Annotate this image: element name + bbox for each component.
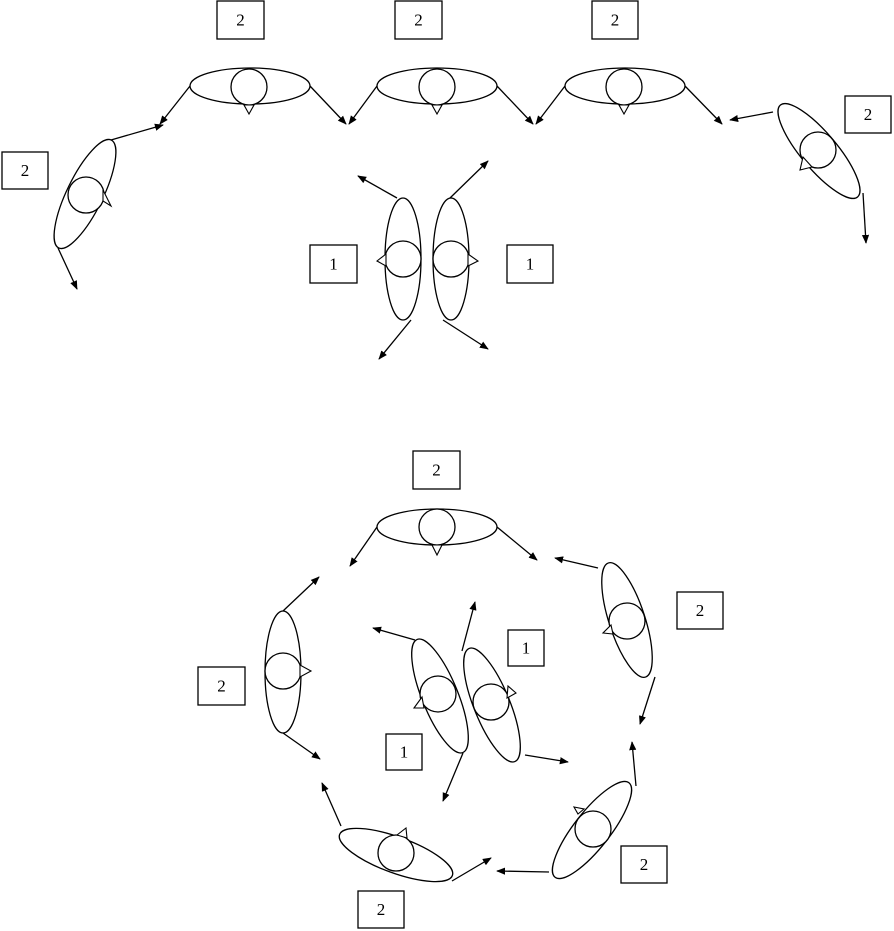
cell-type-2: [264, 576, 321, 760]
cell-type-1: [432, 160, 489, 350]
cell-type-1: [372, 626, 469, 802]
label-box: 1: [507, 629, 545, 667]
cell-label: 2: [236, 11, 245, 30]
cell-label: 1: [522, 639, 531, 658]
cell-type-2: [321, 782, 492, 883]
cell-label: 1: [400, 743, 409, 762]
label-box: 2: [216, 0, 265, 40]
cell-type-2: [53, 123, 164, 290]
label-box: 2: [591, 0, 639, 40]
cell-type-2: [349, 508, 538, 567]
cell-label: 1: [526, 255, 535, 274]
cell-type-1: [357, 175, 422, 360]
cell-label: 2: [864, 105, 873, 124]
cell-label: 2: [432, 461, 441, 480]
cell-label: 2: [414, 11, 423, 30]
cell-label: 2: [21, 161, 30, 180]
cell-label: 2: [611, 11, 620, 30]
cell-label: 2: [217, 677, 226, 696]
label-box: 2: [1, 151, 49, 190]
label-box: 2: [620, 845, 668, 884]
label-box: 1: [506, 244, 554, 284]
cell-type-2: [348, 67, 534, 125]
cell-type-2: [729, 102, 870, 244]
cell-type-2: [159, 67, 347, 125]
label-box: 1: [385, 733, 423, 771]
cell-type-2: [535, 67, 723, 125]
label-box: 2: [844, 95, 892, 134]
cell-type-2: [496, 741, 637, 880]
label-box: 1: [309, 244, 358, 284]
cell-type-2: [554, 556, 656, 725]
cell-label: 2: [696, 601, 705, 620]
cell-type-1: [461, 601, 569, 765]
label-box: 2: [357, 890, 405, 929]
label-box: 2: [676, 591, 724, 630]
label-box: 2: [394, 0, 443, 40]
label-box: 2: [197, 666, 246, 706]
cell-label: 2: [640, 855, 649, 874]
cell-label: 1: [329, 255, 338, 274]
cell-label: 2: [377, 900, 386, 919]
label-box: 2: [412, 450, 461, 490]
